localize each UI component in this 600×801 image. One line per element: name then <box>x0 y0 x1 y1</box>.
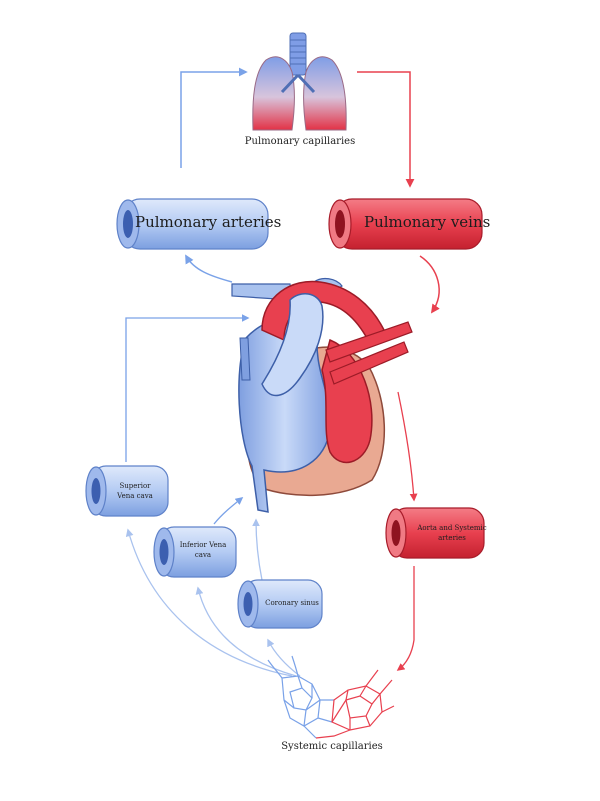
pulmonary-arteries-label: Pulmonary arteries <box>135 213 282 231</box>
arrow-heart-to-pulmonary-arteries <box>185 254 233 283</box>
coronary-sinus-vessel <box>237 579 323 629</box>
coronary-sinus-label: Coronary sinus <box>265 599 319 607</box>
systemic-capillaries-label: Systemic capillaries <box>281 741 383 752</box>
arrow-lungs-to-veins <box>357 71 415 188</box>
pulmonary-arteries-vessel <box>116 198 269 250</box>
aorta-systemic-arteries-label: Aorta and Systemic arteries <box>417 524 487 542</box>
superior-vena-cava-vessel <box>85 465 169 517</box>
aorta-systemic-arteries-vessel <box>385 507 485 559</box>
inferior-vena-cava-vessel <box>153 526 237 578</box>
pulmonary-veins-vessel <box>328 198 483 250</box>
pulmonary-capillaries-label: Pulmonary capillaries <box>244 136 356 147</box>
arrow-capillaries-to-coronary <box>267 638 301 677</box>
pulmonary-veins-label: Pulmonary veins <box>364 213 491 231</box>
superior-vena-cava-label: Superior Vena cava <box>117 482 153 500</box>
arrow-svc-to-heart <box>125 314 250 462</box>
arrow-capillaries-to-svc <box>125 528 293 677</box>
arrow-capillaries-to-ivc <box>195 586 297 677</box>
arrow-coronary-to-heart <box>252 518 263 581</box>
arrow-arteries-to-lungs <box>180 67 248 168</box>
arrow-pulmonary-veins-to-heart <box>419 255 440 314</box>
lungs-illustration <box>252 32 347 131</box>
heart-illustration <box>231 277 413 513</box>
systemic-capillary-network <box>267 655 395 739</box>
arrow-ivc-to-heart <box>213 497 244 525</box>
inferior-vena-cava-label: Inferior Vena cava <box>179 541 227 559</box>
arrow-aorta-to-capillaries <box>396 566 415 671</box>
arrow-heart-to-aorta <box>397 391 418 502</box>
